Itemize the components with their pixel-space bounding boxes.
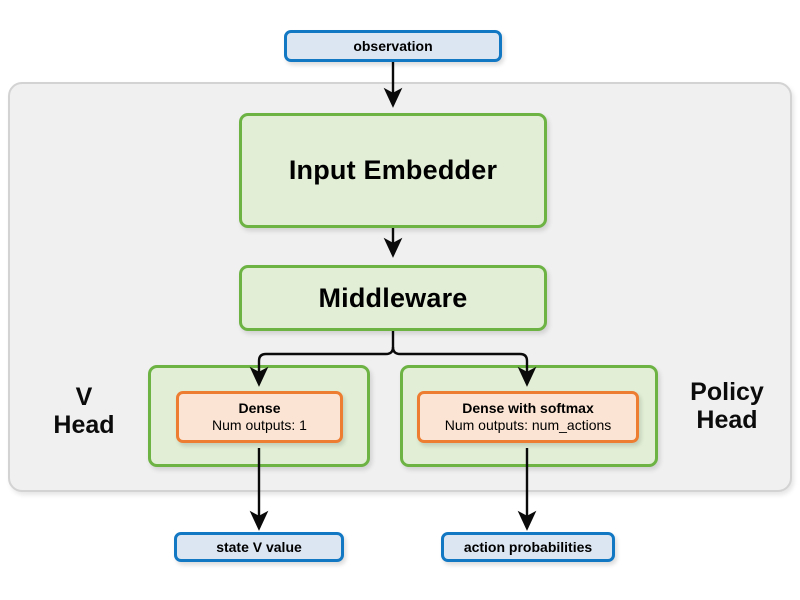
v-head-label: V Head xyxy=(28,383,140,439)
node-middleware[interactable]: Middleware xyxy=(239,265,547,331)
policy-head-label-line2: Head xyxy=(696,406,758,434)
node-dense-policy-head[interactable]: Dense with softmax Num outputs: num_acti… xyxy=(417,391,639,443)
v-head-label-line1: V xyxy=(75,383,93,411)
node-input-embedder[interactable]: Input Embedder xyxy=(239,113,547,228)
node-observation-label: observation xyxy=(353,38,433,54)
policy-head-label: Policy Head xyxy=(662,378,792,434)
node-observation[interactable]: observation xyxy=(284,30,502,62)
node-dense-v-head-title: Dense xyxy=(238,399,281,416)
node-action-probabilities-label: action probabilities xyxy=(463,539,593,555)
node-dense-v-head[interactable]: Dense Num outputs: 1 xyxy=(176,391,343,443)
node-dense-policy-head-subtitle: Num outputs: num_actions xyxy=(444,417,612,433)
v-head-label-line2: Head xyxy=(53,411,115,439)
policy-head-label-line1: Policy xyxy=(690,378,764,406)
node-input-embedder-label: Input Embedder xyxy=(288,155,498,185)
node-action-probabilities[interactable]: action probabilities xyxy=(441,532,615,562)
node-state-v-value[interactable]: state V value xyxy=(174,532,344,562)
node-dense-policy-head-title: Dense with softmax xyxy=(462,399,594,416)
node-state-v-value-label: state V value xyxy=(216,539,302,555)
node-middleware-label: Middleware xyxy=(318,282,468,313)
node-dense-v-head-subtitle: Num outputs: 1 xyxy=(212,417,307,433)
